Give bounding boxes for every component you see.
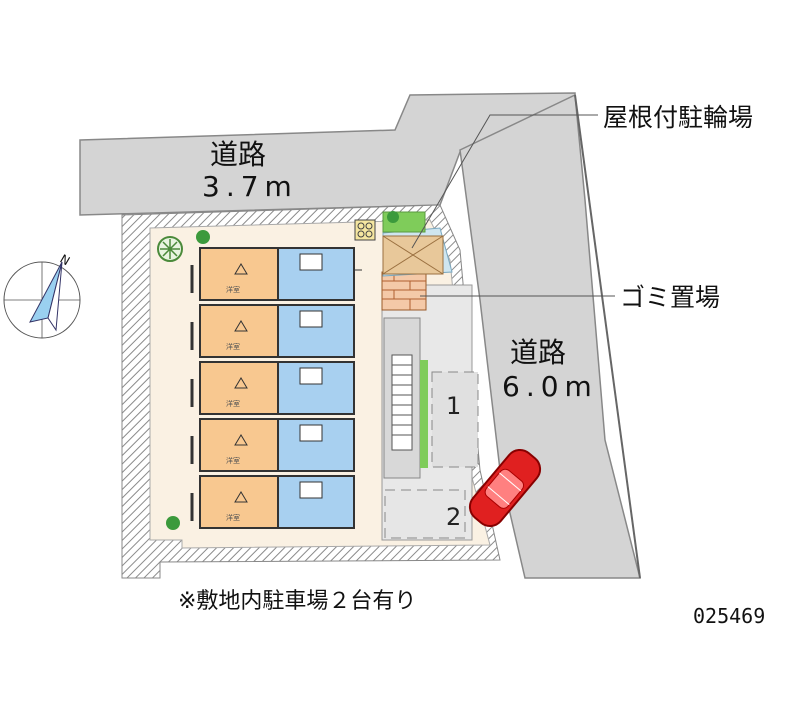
bicycle-parking-leader <box>411 114 598 249</box>
shrub-icon <box>387 211 399 223</box>
shrub-icon <box>166 516 180 530</box>
car-icon <box>468 448 542 528</box>
compass-icon <box>3 261 81 339</box>
green-strip <box>420 360 428 468</box>
svg-text:洋室: 洋室 <box>226 342 240 351</box>
east-road-name: 道路 <box>510 336 566 369</box>
apartment-unit: 洋室 <box>190 247 362 301</box>
apartment-unit: 洋室 <box>190 475 355 529</box>
shrub-icon <box>196 230 210 244</box>
svg-text:洋室: 洋室 <box>226 456 240 465</box>
svg-text:洋室: 洋室 <box>226 399 240 408</box>
apartment-unit: 洋室 <box>190 361 355 415</box>
parking-slot-2-area <box>384 489 466 539</box>
east-road-width: 6.0m <box>502 370 598 403</box>
parking-slot-2-label: 2 <box>446 503 461 531</box>
svg-text:洋室: 洋室 <box>226 513 240 522</box>
water-meter-box <box>354 219 376 241</box>
svg-text:洋室: 洋室 <box>226 285 240 294</box>
garbage-area-label: ゴミ置場 <box>620 283 720 312</box>
property-code: 025469 <box>693 604 765 628</box>
parking-note: ※敷地内駐車場２台有り <box>178 589 416 614</box>
apartment-unit: 洋室 <box>190 304 355 358</box>
apartment-unit: 洋室 <box>190 418 355 472</box>
north-road-width: 3.7m <box>202 170 298 203</box>
north-road-name: 道路 <box>210 138 266 171</box>
east-road-edge <box>574 94 641 579</box>
bicycle-parking-label: 屋根付駐輪場 <box>603 103 753 132</box>
parking-slot-1-label: 1 <box>446 392 461 420</box>
stairs <box>391 354 413 451</box>
apartment-building: 洋室 洋室 洋室 洋室 <box>190 247 362 529</box>
parking-slot-1-area <box>431 371 479 468</box>
garbage-area <box>381 271 427 311</box>
